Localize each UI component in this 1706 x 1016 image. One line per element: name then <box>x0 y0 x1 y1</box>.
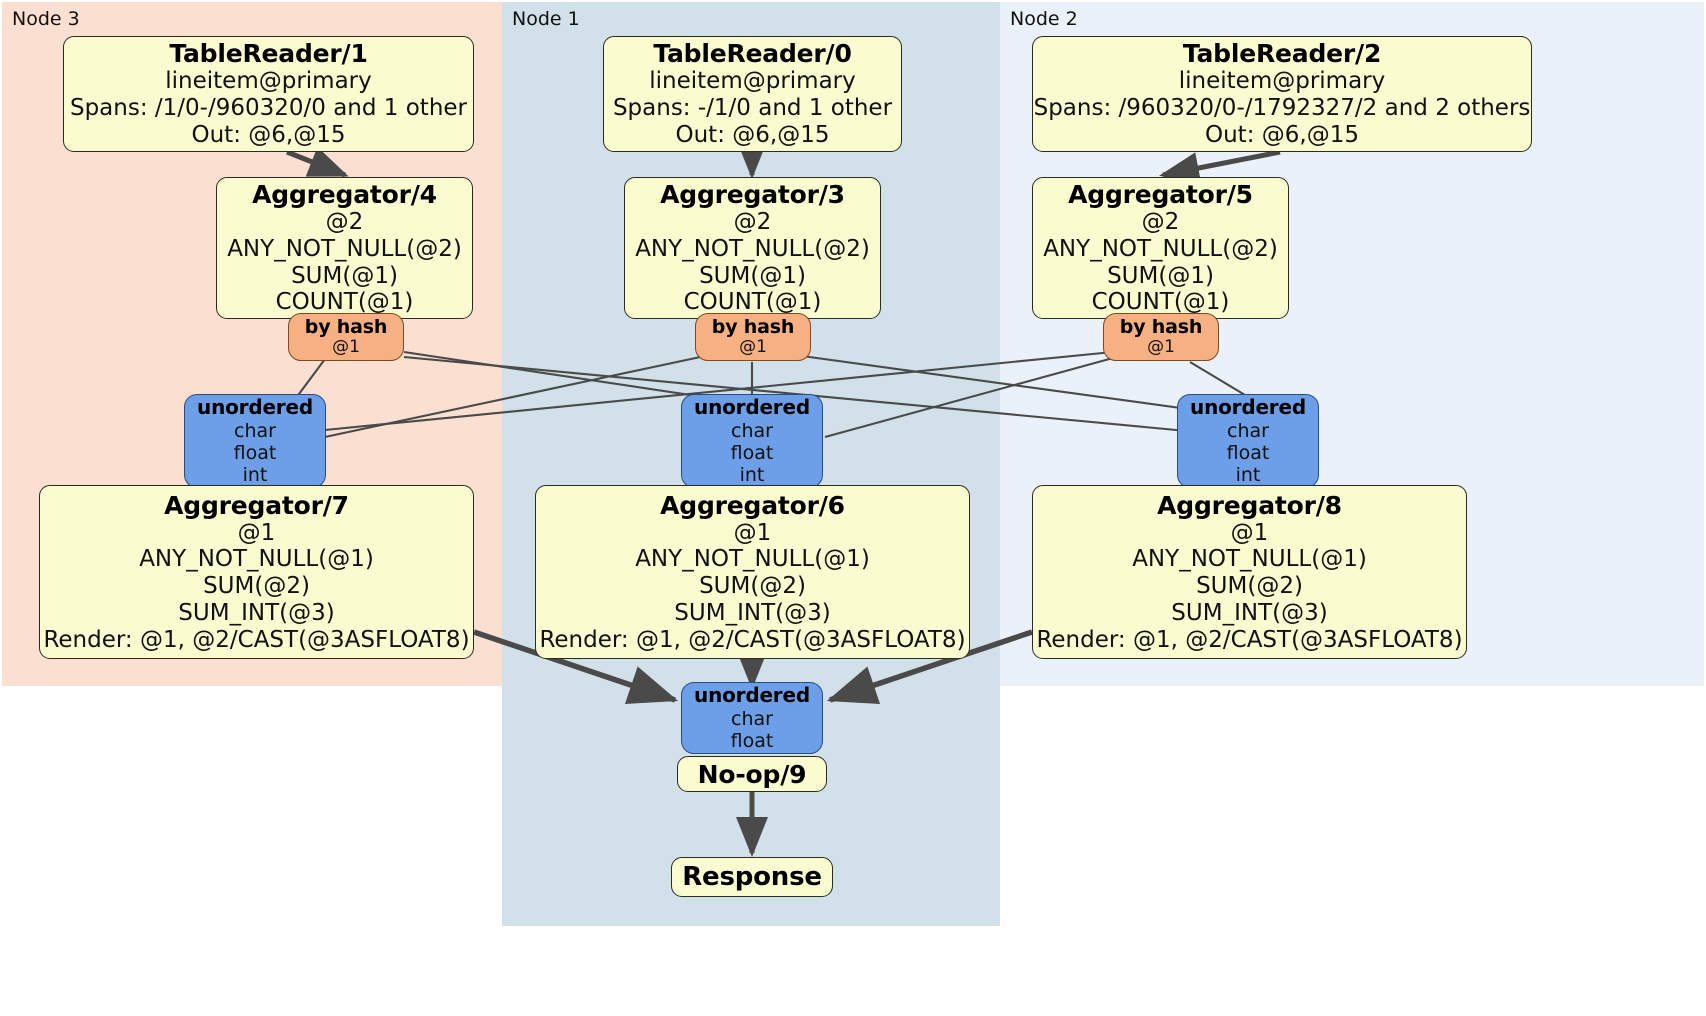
node-title: Response <box>682 861 822 892</box>
node-line: SUM_INT(@3) <box>1171 599 1328 626</box>
node-line: int <box>1235 463 1261 486</box>
node-line: SUM(@1) <box>699 262 806 289</box>
node-panel-label-node3: Node 3 <box>12 8 80 30</box>
node-line: @2 <box>1141 209 1180 236</box>
node-title: Aggregator/7 <box>164 490 349 520</box>
node-line: SUM(@2) <box>203 573 310 600</box>
node-line: Out: @6,@15 <box>675 121 830 148</box>
node-panel-label-node2: Node 2 <box>1010 8 1078 30</box>
node-line: ANY_NOT_NULL(@2) <box>635 235 870 262</box>
node-line: float <box>730 441 774 464</box>
node-line: int <box>739 463 765 486</box>
node-title: TableReader/2 <box>1182 39 1382 69</box>
node-title: Aggregator/8 <box>1157 490 1342 520</box>
node-line: SUM(@1) <box>291 262 398 289</box>
node-title: unordered <box>694 395 810 420</box>
node-line: char <box>1227 419 1269 442</box>
processor-aggregator-7[interactable]: Aggregator/7 @1 ANY_NOT_NULL(@1) SUM(@2)… <box>39 485 474 659</box>
node-line: Render: @1, @2/CAST(@3ASFLOAT8) <box>539 626 966 653</box>
router-by-hash-right[interactable]: by hash @1 <box>1103 313 1219 361</box>
node-line: char <box>731 707 773 730</box>
stream-unordered-left[interactable]: unordered char float int <box>184 394 326 488</box>
node-line: SUM(@1) <box>1107 262 1214 289</box>
node-title: Aggregator/3 <box>660 180 845 210</box>
processor-noop-9[interactable]: No-op/9 <box>677 756 827 792</box>
node-line: char <box>234 419 276 442</box>
node-title: No-op/9 <box>697 759 807 789</box>
node-title: Aggregator/4 <box>252 180 437 210</box>
node-line: Spans: /960320/0-/1792327/2 and 2 others <box>1033 95 1531 122</box>
node-line: Out: @6,@15 <box>191 121 346 148</box>
node-line: @1 <box>1147 337 1175 358</box>
node-line: float <box>233 441 277 464</box>
node-title: by hash <box>711 316 795 339</box>
node-line: ANY_NOT_NULL(@1) <box>139 546 374 573</box>
node-line: ANY_NOT_NULL(@1) <box>1132 546 1367 573</box>
node-line: SUM_INT(@3) <box>178 599 335 626</box>
processor-aggregator-6[interactable]: Aggregator/6 @1 ANY_NOT_NULL(@1) SUM(@2)… <box>535 485 970 659</box>
node-line: @2 <box>733 209 772 236</box>
node-line: @1 <box>1230 519 1269 546</box>
node-line: char <box>731 419 773 442</box>
node-line: Render: @1, @2/CAST(@3ASFLOAT8) <box>1036 626 1463 653</box>
node-line: ANY_NOT_NULL(@1) <box>635 546 870 573</box>
node-line: float <box>1226 441 1270 464</box>
processor-tablereader-1[interactable]: TableReader/1 lineitem@primary Spans: /1… <box>63 36 474 152</box>
node-line: lineitem@primary <box>649 68 856 95</box>
node-line: COUNT(@1) <box>1091 289 1230 316</box>
processor-tablereader-2[interactable]: TableReader/2 lineitem@primary Spans: /9… <box>1032 36 1532 152</box>
node-line: @1 <box>733 519 772 546</box>
node-title: by hash <box>304 316 388 339</box>
node-title: by hash <box>1119 316 1203 339</box>
node-line: @1 <box>237 519 276 546</box>
node-line: COUNT(@1) <box>275 289 414 316</box>
node-line: ANY_NOT_NULL(@2) <box>227 235 462 262</box>
stream-unordered-center[interactable]: unordered char float int <box>681 394 823 488</box>
node-line: Spans: -/1/0 and 1 other <box>612 95 893 122</box>
processor-tablereader-0[interactable]: TableReader/0 lineitem@primary Spans: -/… <box>603 36 902 152</box>
stream-unordered-final[interactable]: unordered char float <box>681 682 823 754</box>
node-line: SUM(@2) <box>699 573 806 600</box>
node-line: ANY_NOT_NULL(@2) <box>1043 235 1278 262</box>
node-title: unordered <box>197 395 313 420</box>
node-line: Render: @1, @2/CAST(@3ASFLOAT8) <box>43 626 470 653</box>
processor-aggregator-4[interactable]: Aggregator/4 @2 ANY_NOT_NULL(@2) SUM(@1)… <box>216 177 473 319</box>
node-title: unordered <box>1190 395 1306 420</box>
node-line: @1 <box>739 337 767 358</box>
node-title: unordered <box>694 683 810 708</box>
node-title: TableReader/1 <box>169 39 368 69</box>
node-line: Out: @6,@15 <box>1205 121 1359 148</box>
response-node[interactable]: Response <box>671 857 833 897</box>
processor-aggregator-5[interactable]: Aggregator/5 @2 ANY_NOT_NULL(@2) SUM(@1)… <box>1032 177 1289 319</box>
router-by-hash-left[interactable]: by hash @1 <box>288 313 404 361</box>
processor-aggregator-3[interactable]: Aggregator/3 @2 ANY_NOT_NULL(@2) SUM(@1)… <box>624 177 881 319</box>
node-panel-label-node1: Node 1 <box>512 8 580 30</box>
node-line: SUM(@2) <box>1196 573 1303 600</box>
node-line: @1 <box>332 337 360 358</box>
node-line: @2 <box>325 209 364 236</box>
node-line: int <box>242 463 268 486</box>
node-line: SUM_INT(@3) <box>674 599 831 626</box>
node-line: lineitem@primary <box>165 68 372 95</box>
node-line: Spans: /1/0-/960320/0 and 1 other <box>69 95 468 122</box>
stream-unordered-right[interactable]: unordered char float int <box>1177 394 1319 488</box>
node-title: TableReader/0 <box>653 39 852 69</box>
node-title: Aggregator/6 <box>660 490 845 520</box>
node-line: lineitem@primary <box>1178 68 1386 95</box>
processor-aggregator-8[interactable]: Aggregator/8 @1 ANY_NOT_NULL(@1) SUM(@2)… <box>1032 485 1467 659</box>
node-title: Aggregator/5 <box>1068 180 1253 210</box>
node-line: float <box>730 729 774 752</box>
router-by-hash-center[interactable]: by hash @1 <box>695 313 811 361</box>
node-line: COUNT(@1) <box>683 289 822 316</box>
